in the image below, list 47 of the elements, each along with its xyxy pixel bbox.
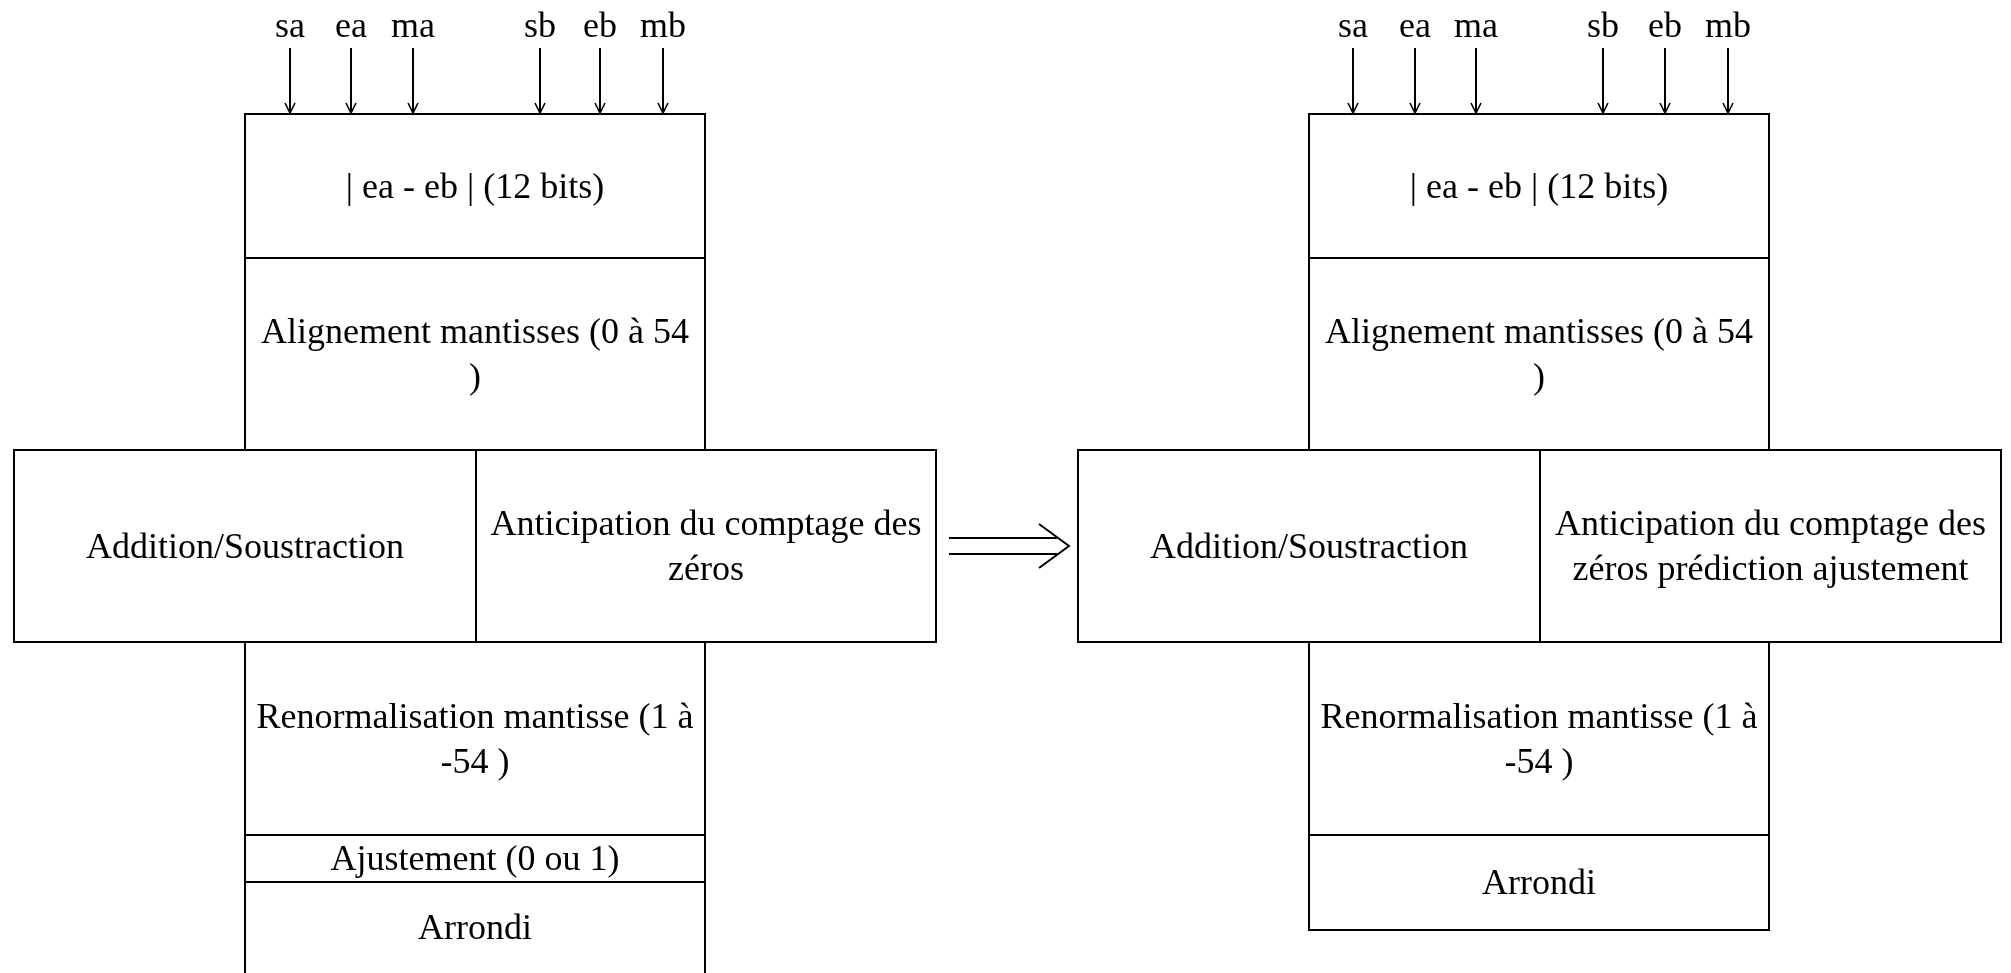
block-box (1308, 113, 1770, 259)
block-text: Alignement mantisses (0 à 54 ) (260, 310, 690, 398)
block-text: Anticipation du comptage des zéros (489, 502, 923, 590)
block-text: Alignement mantisses (0 à 54 ) (1324, 310, 1754, 398)
arrow (1659, 47, 1671, 114)
block-text: ea (1399, 7, 1431, 43)
block-text: mb (1705, 7, 1751, 43)
block-text: Renormalisation mantisse (1 à -54 ) (1319, 694, 1759, 783)
arrow (594, 47, 606, 114)
arrow (1409, 47, 1421, 114)
block-box (244, 834, 706, 883)
block-text: | ea - eb | (12 bits) (1409, 164, 1669, 208)
block-text: Anticipation du comptage des zéros prédiction ajustement (1554, 502, 1987, 590)
block-box (244, 881, 706, 973)
block-text: sb (1587, 7, 1619, 43)
block-text: Renormalisation mantisse (1 à -54 ) (255, 694, 695, 783)
block-text: | ea - eb | (12 bits) (345, 164, 605, 208)
block-box (1308, 257, 1770, 451)
block-box (244, 257, 706, 451)
arrow (407, 47, 419, 114)
arrow (1470, 47, 1482, 114)
block-text: eb (1648, 7, 1682, 43)
arrow (1722, 47, 1734, 114)
arrow (284, 47, 296, 114)
arrow (1347, 47, 1359, 114)
block-text: sb (524, 7, 556, 43)
block-text: Arrondi (418, 905, 532, 949)
arrow (534, 47, 546, 114)
block-text: ma (1454, 7, 1498, 43)
block-text: Addition/Soustraction (86, 524, 404, 568)
block-text: ea (335, 7, 367, 43)
block-text: Ajustement (0 ou 1) (330, 837, 620, 880)
block-text: eb (583, 7, 617, 43)
block-text: ma (391, 7, 435, 43)
block-box (244, 113, 706, 259)
block-box (244, 641, 706, 836)
block-text: mb (640, 7, 686, 43)
block-text: Arrondi (1482, 861, 1596, 904)
arrow (1597, 47, 1609, 114)
block-box (1308, 641, 1770, 836)
block-text: Addition/Soustraction (1150, 524, 1468, 568)
block-text: sa (1338, 7, 1368, 43)
arrow (657, 47, 669, 114)
block-text: sa (275, 7, 305, 43)
arrow (345, 47, 357, 114)
block-box (1308, 834, 1770, 931)
double-arrow (948, 523, 1071, 569)
